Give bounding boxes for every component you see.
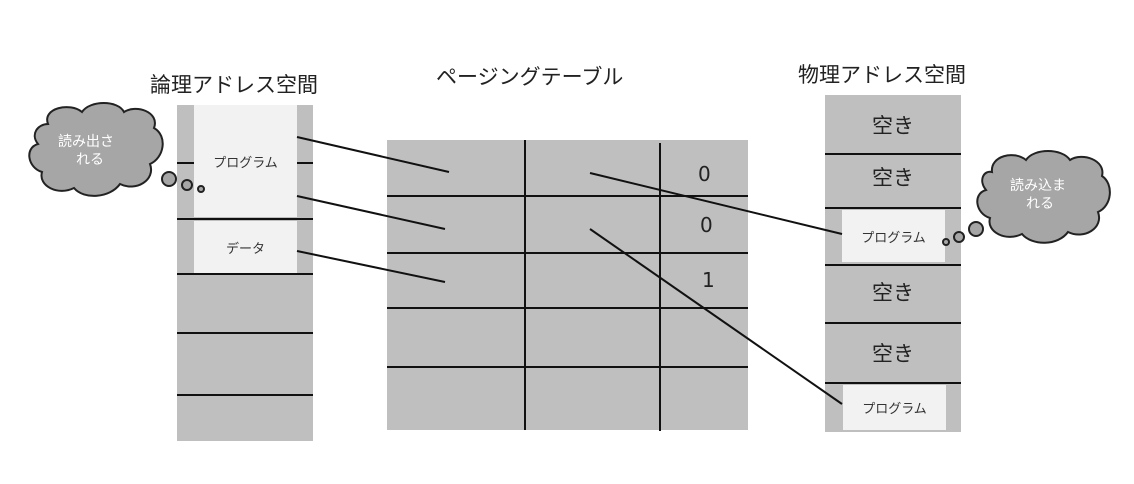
physical-divider [825, 153, 961, 155]
physical-program-label: プログラム [861, 230, 926, 246]
physical-divider [825, 264, 961, 266]
logical-program-segment: プログラム [194, 105, 297, 217]
physical-divider [825, 207, 961, 209]
table-flag-cell: 0 [700, 213, 713, 237]
logical-program-label: プログラム [213, 155, 278, 171]
paging-table-row-divider [387, 252, 748, 254]
paging-table-row-divider [387, 195, 748, 197]
logical-address-space-title: 論理アドレス空間 [150, 73, 318, 97]
physical-program-label: プログラム [862, 402, 927, 417]
logical-divider [177, 394, 313, 396]
logical-divider [177, 218, 313, 220]
logical-divider [297, 162, 313, 164]
physical-divider [825, 322, 961, 324]
logical-divider [177, 273, 313, 275]
logical-divider [177, 162, 194, 164]
logical-divider [177, 332, 313, 334]
paging-table-row-divider [387, 307, 748, 309]
right-cloud-text-line1: 読み込ま [1010, 178, 1066, 194]
physical-free-frame: 空き [872, 166, 914, 190]
paging-table [387, 140, 748, 430]
physical-free-frame: 空き [872, 281, 914, 305]
paging-table-row-divider [387, 366, 748, 368]
physical-program-frame: プログラム [843, 385, 946, 430]
table-flag-cell: 0 [698, 162, 711, 186]
physical-address-space-title: 物理アドレス空間 [798, 63, 966, 87]
table-flag-cell: 1 [702, 268, 715, 292]
paging-table-col-divider [659, 143, 661, 431]
physical-divider [825, 382, 961, 384]
right-cloud-text-line2: れる [1026, 196, 1054, 212]
left-cloud-text-line1: 読み出さ [58, 134, 114, 150]
logical-data-label: データ [225, 241, 265, 257]
physical-program-frame: プログラム [842, 210, 945, 262]
logical-data-segment: データ [194, 221, 297, 273]
physical-address-space [825, 95, 961, 432]
paging-table-title: ページングテーブル [436, 65, 624, 89]
paging-table-col-divider [524, 140, 526, 430]
physical-free-frame: 空き [872, 114, 914, 138]
left-cloud-text-line2: れる [76, 152, 104, 168]
physical-free-frame: 空き [872, 342, 914, 366]
